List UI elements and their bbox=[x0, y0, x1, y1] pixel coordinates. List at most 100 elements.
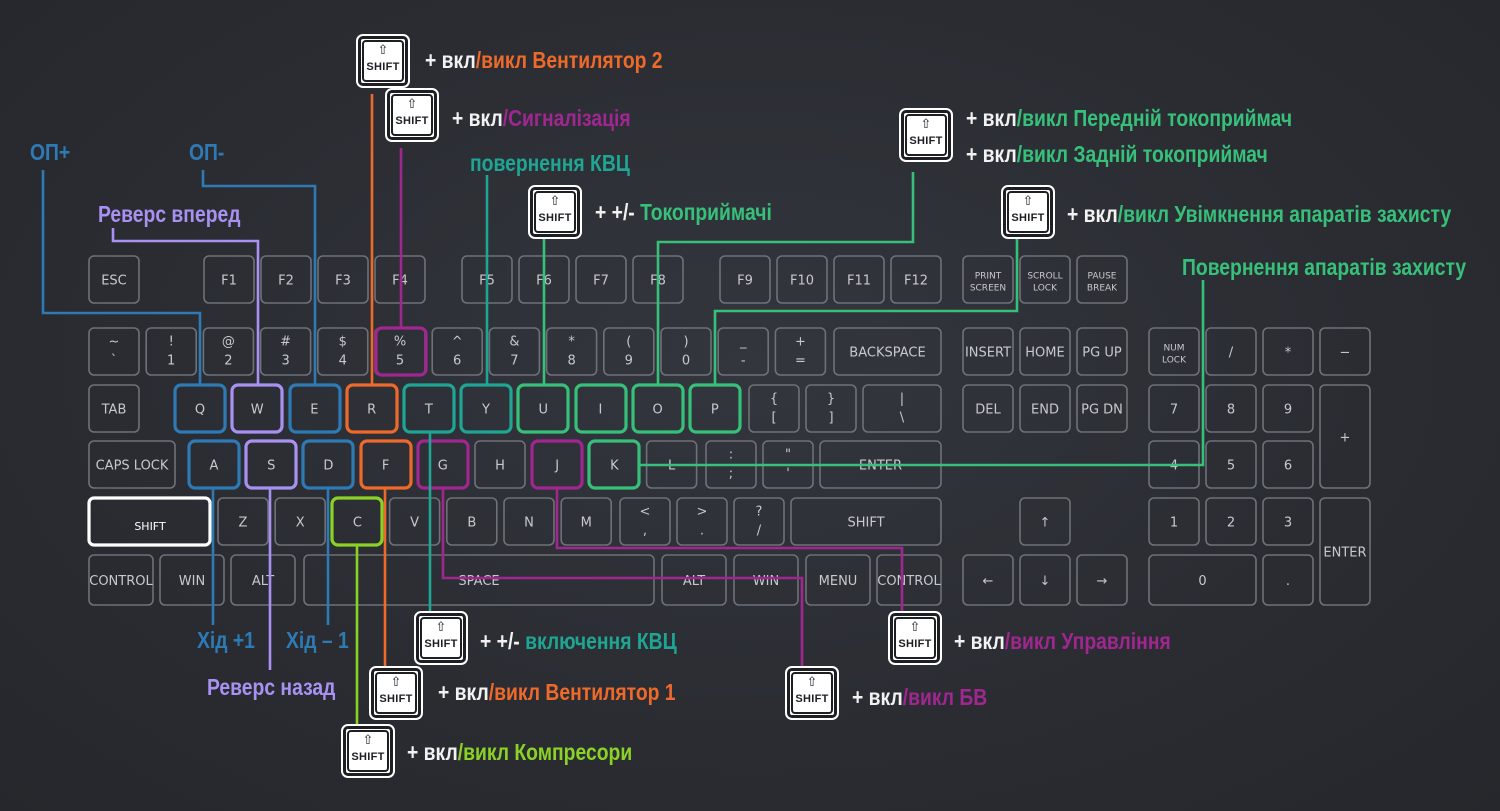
svg-text:F3: F3 bbox=[335, 274, 351, 289]
shift-arrow-icon: ⇧ bbox=[909, 620, 921, 635]
svg-text:3: 3 bbox=[281, 354, 289, 369]
control-label: + вкл/викл Управління bbox=[954, 628, 1171, 654]
svg-text:SCROLL: SCROLL bbox=[1027, 272, 1062, 282]
svg-text:7: 7 bbox=[1170, 403, 1178, 418]
key-nav-bottom-2: PG DN bbox=[1076, 384, 1128, 433]
svg-text:LOCK: LOCK bbox=[1033, 284, 1058, 294]
key-nav-bottom-1: END bbox=[1019, 384, 1071, 433]
key-backslash: |\ bbox=[862, 384, 942, 433]
shift-text: SHIFT bbox=[351, 751, 385, 763]
connector-protection-return bbox=[639, 280, 1205, 467]
key-lbracket: {[ bbox=[748, 384, 800, 433]
key-tab: TAB bbox=[88, 384, 140, 433]
key-num-4: $4 bbox=[316, 327, 369, 376]
key-i: I bbox=[574, 384, 627, 433]
svg-text:1: 1 bbox=[167, 354, 175, 369]
key-np-divide: / bbox=[1205, 327, 1257, 376]
svg-text:?: ? bbox=[756, 505, 763, 520]
key-num-6: ^6 bbox=[431, 327, 484, 376]
key-f12: F12 bbox=[890, 255, 942, 304]
svg-text:SHIFT: SHIFT bbox=[847, 516, 884, 531]
svg-text:8: 8 bbox=[1227, 403, 1235, 418]
svg-text:]: ] bbox=[828, 411, 833, 426]
svg-text:5: 5 bbox=[396, 354, 404, 369]
svg-text:WIN: WIN bbox=[179, 574, 205, 589]
svg-text:INSERT: INSERT bbox=[965, 346, 1011, 361]
svg-text:NUM: NUM bbox=[1163, 344, 1184, 354]
svg-text:↓: ↓ bbox=[1040, 574, 1051, 589]
svg-text:END: END bbox=[1031, 403, 1059, 418]
rear-collector-label: + вкл/викл Задній токоприймач bbox=[966, 141, 1268, 167]
key-t: T bbox=[402, 384, 455, 433]
svg-text:M: M bbox=[581, 516, 592, 531]
shift-arrow-icon: ⇧ bbox=[920, 117, 932, 132]
compressors-label: + вкл/викл Компресори bbox=[407, 739, 633, 765]
key-capslock: CAPS LOCK bbox=[88, 440, 176, 489]
key-np-1: 1 bbox=[1148, 497, 1200, 546]
svg-text:9: 9 bbox=[1284, 403, 1292, 418]
svg-text:WIN: WIN bbox=[753, 574, 779, 589]
key-s: S bbox=[245, 440, 297, 489]
key-r: R bbox=[345, 384, 398, 433]
svg-text:|: | bbox=[900, 392, 904, 407]
svg-text:}: } bbox=[827, 392, 835, 407]
svg-text:TAB: TAB bbox=[101, 403, 127, 418]
svg-text:9: 9 bbox=[625, 354, 633, 369]
key-f11: F11 bbox=[833, 255, 885, 304]
svg-text:T: T bbox=[424, 403, 433, 418]
key-np-9: 9 bbox=[1262, 384, 1314, 433]
svg-text:PRINT: PRINT bbox=[975, 272, 1002, 282]
key-num-7: &7 bbox=[488, 327, 541, 376]
svg-text:_: _ bbox=[739, 335, 747, 350]
key-right-shift: SHIFT bbox=[790, 497, 942, 546]
svg-text::: : bbox=[729, 448, 733, 463]
key-np-plus: + bbox=[1319, 384, 1371, 489]
svg-text:O: O bbox=[652, 403, 662, 418]
svg-text:SPACE: SPACE bbox=[458, 574, 499, 589]
key-arrow-up: ↑ bbox=[1019, 497, 1071, 546]
shift-arrow-icon: ⇧ bbox=[377, 43, 389, 58]
svg-text:P: P bbox=[711, 403, 719, 418]
svg-text:): ) bbox=[683, 335, 688, 350]
svg-text:↑: ↑ bbox=[1040, 516, 1051, 531]
svg-text:@: @ bbox=[222, 335, 235, 350]
key-np-dot: . bbox=[1262, 554, 1314, 606]
svg-text:5: 5 bbox=[1227, 459, 1235, 474]
shift-text: SHIFT bbox=[795, 693, 829, 705]
collectors-label: + +/- Токоприймачі bbox=[595, 199, 772, 225]
key-sys-1: SCROLL LOCK bbox=[1019, 255, 1071, 304]
svg-text:+: + bbox=[795, 335, 806, 350]
svg-text:F7: F7 bbox=[593, 274, 609, 289]
svg-text:I: I bbox=[598, 403, 602, 418]
svg-text:H: H bbox=[495, 459, 505, 474]
key-num-12: += bbox=[774, 327, 827, 376]
svg-text:0: 0 bbox=[682, 354, 690, 369]
key-arrow-right: → bbox=[1076, 554, 1128, 606]
key-slash: ?/ bbox=[733, 497, 785, 546]
key-j: J bbox=[531, 440, 584, 489]
svg-text:F9: F9 bbox=[737, 274, 753, 289]
svg-text:Q: Q bbox=[195, 403, 205, 418]
svg-text:BACKSPACE: BACKSPACE bbox=[849, 346, 925, 361]
key-np-5: 5 bbox=[1205, 440, 1257, 489]
svg-text:": " bbox=[785, 448, 791, 463]
fan2-label: + вкл/викл Вентилятор 2 bbox=[425, 47, 663, 73]
svg-text:#: # bbox=[280, 335, 291, 350]
svg-text:{: { bbox=[770, 392, 778, 407]
svg-text:!: ! bbox=[169, 335, 174, 350]
svg-text:F10: F10 bbox=[790, 274, 814, 289]
svg-text:PG DN: PG DN bbox=[1081, 403, 1123, 418]
shift-key-icon: ⇧SHIFT bbox=[414, 611, 468, 665]
bv-label: + вкл/викл БВ bbox=[852, 684, 988, 710]
svg-text:6: 6 bbox=[1284, 459, 1292, 474]
shift-key-icon: ⇧SHIFT bbox=[785, 666, 839, 720]
reverse-forward-label: Реверс вперед bbox=[98, 201, 241, 227]
svg-text:V: V bbox=[410, 516, 419, 531]
svg-text:MENU: MENU bbox=[819, 574, 858, 589]
key-menu: MENU bbox=[805, 554, 871, 606]
svg-text:B: B bbox=[467, 516, 476, 531]
svg-text:CONTROL: CONTROL bbox=[877, 574, 941, 589]
key-u: U bbox=[517, 384, 570, 433]
